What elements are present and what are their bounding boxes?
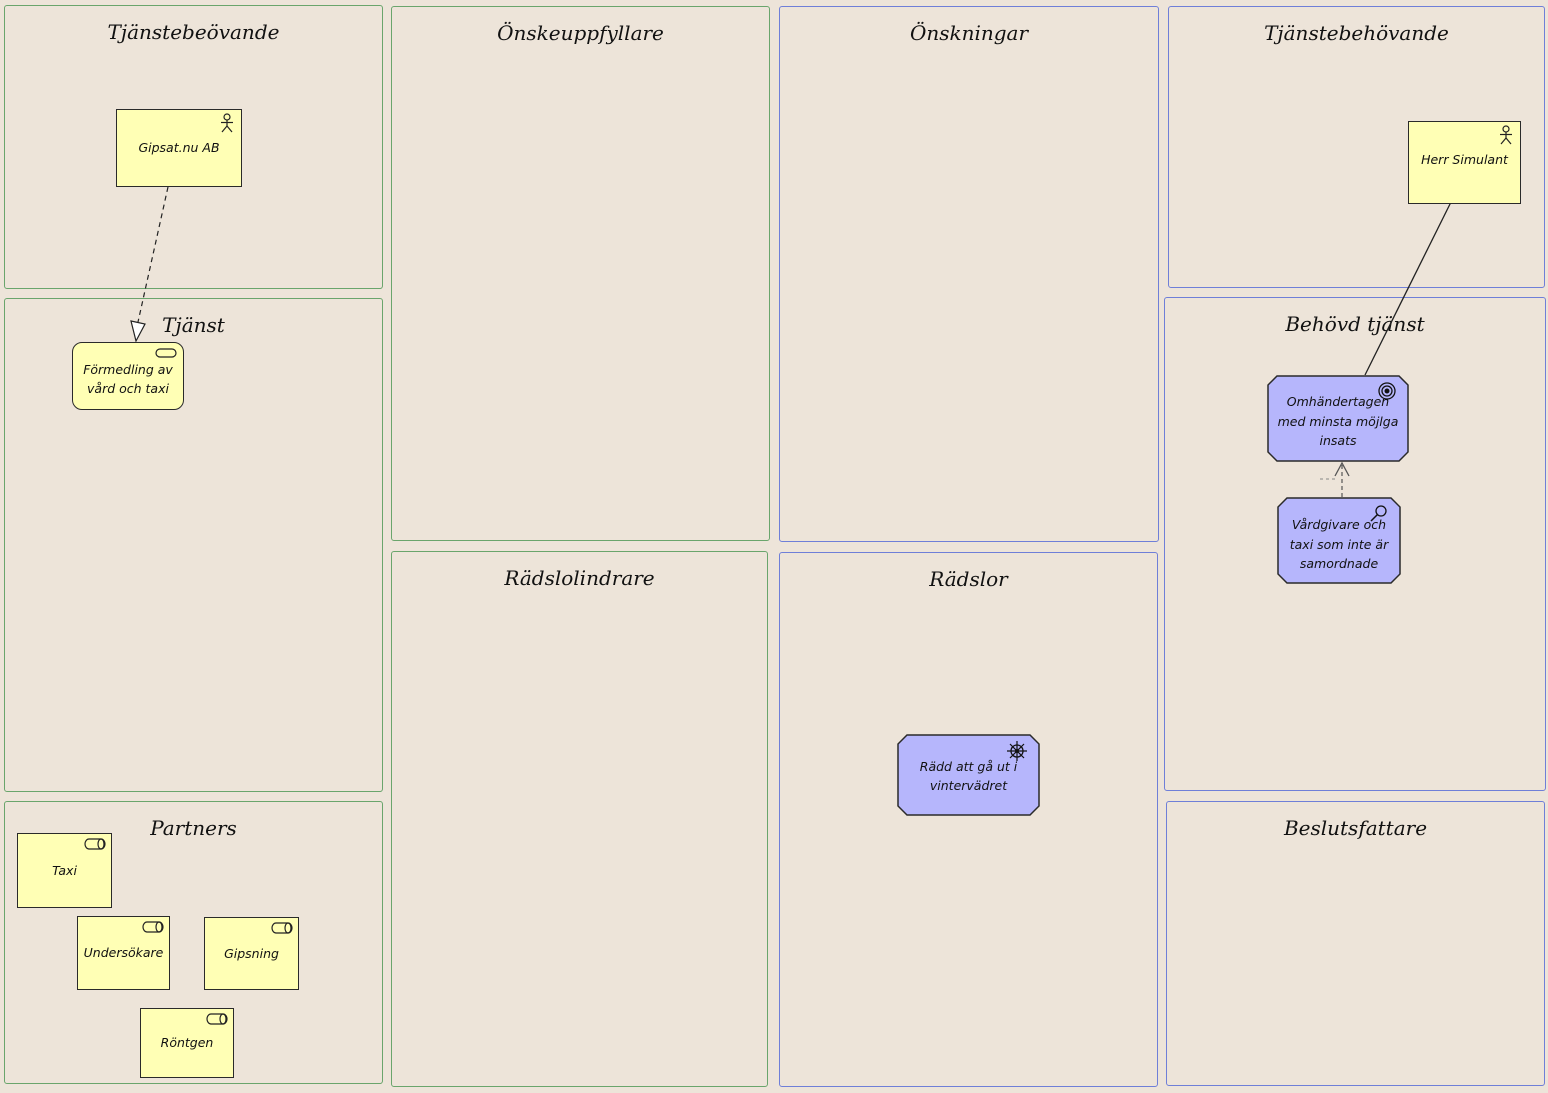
panel-onskningar: Önskningar (779, 6, 1159, 542)
panel-tjanst: Tjänst (4, 298, 383, 792)
realization-connector[interactable] (130, 186, 169, 343)
actor-label: Gipsat.nu AB (138, 140, 220, 156)
actor-gipsat[interactable]: Gipsat.nu AB (116, 109, 242, 187)
panel-tjanstebehovande: Tjänstebehövande (1168, 6, 1545, 288)
role-label: Taxi (52, 862, 77, 878)
service-icon (155, 348, 177, 358)
actor-icon (1500, 125, 1512, 145)
panel-onskeuppfyllare: Önskeuppfyllare (391, 6, 770, 541)
role-icon (142, 921, 164, 933)
panel-title: Rädslor (929, 567, 1008, 591)
panel-title: Tjänstebeövande (107, 20, 280, 44)
panel-radslolindrare: Rädslolindrare (391, 551, 768, 1087)
panel-tjanstebeovande: Tjänstebeövande (4, 5, 383, 289)
assessment-vardgivare[interactable]: Vårdgivare och taxi som inte är samordna… (1277, 497, 1401, 584)
role-label: Undersökare (83, 945, 164, 961)
panel-title: Tjänst (162, 313, 225, 337)
role-taxi[interactable]: Taxi (17, 833, 112, 908)
role-icon (84, 838, 106, 850)
role-gipsning[interactable]: Gipsning (204, 917, 299, 990)
role-undersokare[interactable]: Undersökare (77, 916, 170, 990)
role-label: Röntgen (160, 1035, 214, 1051)
goal-omhandertagen[interactable]: Omhändertagen med minsta möjlga insats (1267, 375, 1409, 462)
driver-radd[interactable]: Rädd att gå ut i vintervädret (897, 734, 1040, 816)
goal-icon (1378, 382, 1396, 400)
panel-title: Beslutsfattare (1283, 816, 1428, 840)
service-label: Förmedling av vård och taxi (83, 361, 173, 396)
association-connector[interactable] (1364, 201, 1452, 376)
panel-title: Rädslolindrare (504, 566, 655, 590)
actor-herr-simulant[interactable]: Herr Simulant (1408, 121, 1521, 204)
panel-radslor: Rädslor (779, 552, 1158, 1087)
panel-behovd-tjanst: Behövd tjänst (1164, 297, 1546, 791)
goal-label: Omhändertagen med minsta möjlga insats (1277, 394, 1399, 449)
role-icon (206, 1013, 228, 1025)
role-label: Gipsning (224, 945, 279, 961)
role-icon (271, 922, 293, 934)
panel-title: Behövd tjänst (1285, 312, 1425, 336)
influence-connector[interactable] (1320, 461, 1350, 497)
assessment-icon (1370, 505, 1387, 522)
driver-icon (1007, 741, 1027, 761)
panel-title: Önskeuppfyllare (497, 21, 664, 45)
panel-beslutsfattare: Beslutsfattare (1166, 801, 1545, 1086)
driver-label: Rädd att gå ut i vintervädret (919, 758, 1018, 793)
panel-title: Tjänstebehövande (1264, 21, 1449, 45)
actor-icon (221, 113, 233, 133)
assessment-shape (1277, 497, 1401, 584)
panel-title: Partners (150, 816, 237, 840)
actor-label: Herr Simulant (1421, 151, 1508, 167)
panel-partners: Partners (4, 801, 383, 1084)
role-rontgen[interactable]: Röntgen (140, 1008, 234, 1078)
panel-title: Önskningar (909, 21, 1029, 45)
driver-shape (897, 734, 1040, 816)
goal-shape (1267, 375, 1409, 462)
assessment-label: Vårdgivare och taxi som inte är samordna… (1289, 517, 1389, 572)
service-formedling[interactable]: Förmedling av vård och taxi (72, 342, 184, 410)
